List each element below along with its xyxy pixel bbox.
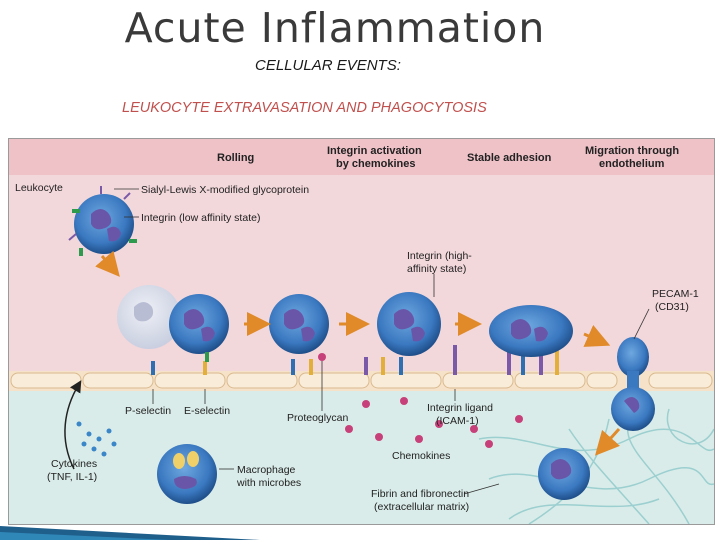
label-pecam-2: (CD31) xyxy=(655,301,689,313)
leukocyte-adhesion xyxy=(377,292,441,356)
label-integrin-ligand-1: Integrin ligand xyxy=(427,402,493,414)
leukocyte-rolling xyxy=(169,294,229,362)
leukocyte-stage1 xyxy=(68,186,137,256)
section-heading: LEUKOCYTE EXTRAVASATION AND PHAGOCYTOSIS xyxy=(122,100,487,116)
extravasation-diagram: Rolling Integrin activation by chemokine… xyxy=(8,138,715,525)
header-integrin-activation: Integrin activation xyxy=(327,145,422,157)
label-fibrin-2: (extracellular matrix) xyxy=(374,501,469,513)
label-integrin-high-2: affinity state) xyxy=(407,263,466,275)
progression-arrows xyxy=(95,250,621,456)
slide-subtitle: CELLULAR EVENTS: xyxy=(255,57,401,74)
leukocyte-activation xyxy=(269,294,329,354)
header-band xyxy=(9,139,714,175)
label-macrophage-2: with microbes xyxy=(236,477,301,489)
macrophage xyxy=(157,444,217,504)
label-integrin-high-1: Integrin (high- xyxy=(407,250,472,262)
header-migration: Migration through xyxy=(585,145,679,157)
diagram-canvas: Rolling Integrin activation by chemokine… xyxy=(9,139,714,524)
selectin-receptors xyxy=(151,345,559,375)
label-proteoglycan: Proteoglycan xyxy=(287,412,348,424)
leukocyte-in-tissue xyxy=(538,448,590,500)
header-endothelium: endothelium xyxy=(599,158,665,170)
tissue-region xyxy=(9,391,714,524)
leukocyte-rolling-ghost xyxy=(117,285,181,349)
label-pecam-1: PECAM-1 xyxy=(652,288,699,300)
leukocyte-transmigrating xyxy=(611,337,655,431)
label-cytokines-1: Cytokines xyxy=(51,458,97,470)
label-integrin-ligand-2: (ICAM-1) xyxy=(436,415,479,427)
header-stable-adhesion: Stable adhesion xyxy=(467,152,552,164)
header-by-chemokines: by chemokines xyxy=(336,158,415,170)
slide-title: Acute Inflammation xyxy=(124,4,546,52)
label-leukocyte: Leukocyte xyxy=(15,182,63,194)
leukocyte-stable-flattened xyxy=(489,305,573,357)
label-integrin-low: Integrin (low affinity state) xyxy=(141,212,260,224)
endothelial-cells xyxy=(10,372,713,389)
header-rolling: Rolling xyxy=(217,152,254,164)
chemokine-markers xyxy=(318,353,523,448)
label-macrophage-1: Macrophage xyxy=(237,464,296,476)
leader-lines xyxy=(114,188,650,495)
cytokine-arrow xyxy=(64,380,82,470)
label-p-selectin: P-selectin xyxy=(125,405,171,417)
label-sialyl-lewis: Sialyl-Lewis X-modified glycoprotein xyxy=(141,184,309,196)
label-fibrin-1: Fibrin and fibronectin xyxy=(371,488,469,500)
label-chemokines: Chemokines xyxy=(392,450,450,462)
label-e-selectin: E-selectin xyxy=(184,405,230,417)
label-cytokines-2: (TNF, IL-1) xyxy=(47,471,97,483)
cytokine-dots xyxy=(76,421,117,457)
slide-bottom-decoration xyxy=(0,526,260,540)
